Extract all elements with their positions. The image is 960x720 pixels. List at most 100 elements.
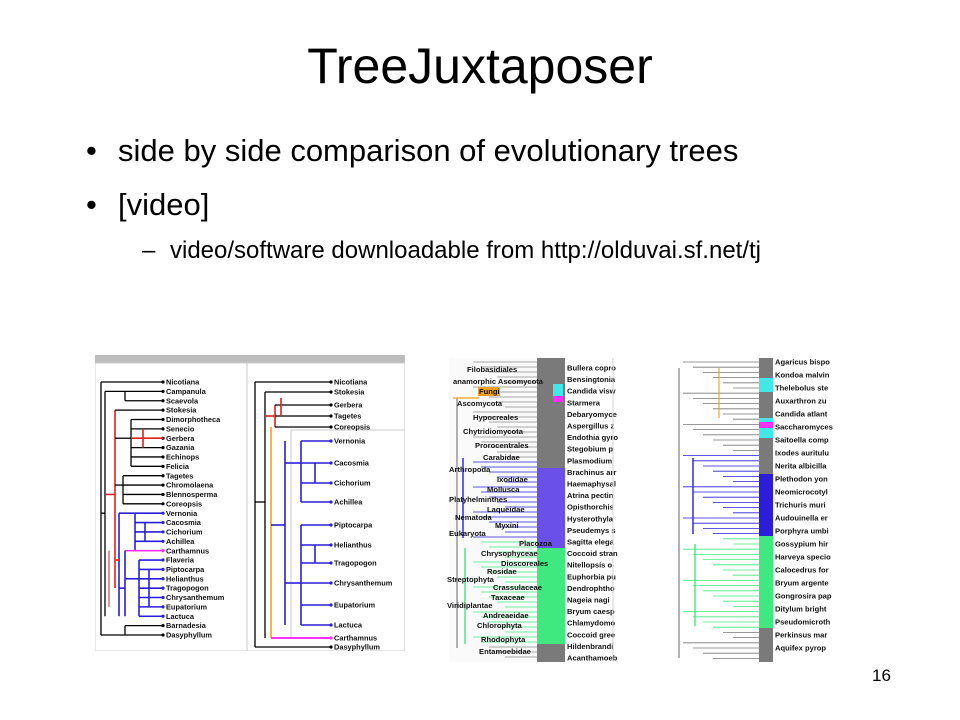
bullet-text: side by side comparison of evolutionary … bbox=[118, 133, 739, 168]
bullet-text: [video] bbox=[118, 187, 210, 222]
leaf-label-right: Stokesia bbox=[334, 388, 365, 397]
clade-band bbox=[759, 474, 773, 514]
slide-title: TreeJuxtaposer bbox=[307, 38, 653, 94]
leaf-label-right: Thelebolus ste bbox=[775, 384, 828, 393]
bullet-video: • [video] bbox=[86, 186, 209, 224]
leaf-label-right: Tragopogon bbox=[334, 559, 377, 568]
clade-label: Dioscoreales bbox=[501, 559, 548, 568]
leaf-label-right: Auxarthron zu bbox=[775, 397, 827, 406]
clade-band bbox=[537, 358, 565, 468]
leaf-label-mid: Candida visw bbox=[567, 387, 616, 396]
leaf-label-mid: Debaryomyce bbox=[567, 410, 617, 419]
clade-label: Ixodidae bbox=[497, 475, 528, 484]
leaf-label-right: Porphyra umbi bbox=[775, 527, 829, 536]
clade-label: Laqueidae bbox=[487, 505, 525, 514]
leaf-label-right: Neomicrocotyl bbox=[775, 488, 828, 497]
leaf-label-right: Eupatorium bbox=[334, 601, 375, 610]
clade-label: Entamoebidae bbox=[479, 647, 531, 656]
leaf-label-right: Chrysanthemum bbox=[334, 579, 393, 588]
leaf-label-right: Kondoa malvin bbox=[775, 371, 830, 380]
leaf-label-right: Saccharomyces bbox=[775, 423, 833, 432]
leaf-label-right: Plethodon yon bbox=[775, 475, 828, 484]
clade-label: Rhodophyta bbox=[481, 635, 526, 644]
leaf-label-right: Dasyphyllum bbox=[334, 643, 380, 651]
leaf-label-right: Gerbera bbox=[334, 401, 363, 410]
leaf-label-mid: Aspergillus z bbox=[567, 422, 614, 431]
leaf-label-left: Gerbera bbox=[166, 434, 195, 443]
leaf-label-mid: Chlamydomo bbox=[567, 619, 615, 628]
leaf-label-left: Stokesia bbox=[166, 406, 197, 415]
leaf-label-left: Senecio bbox=[166, 424, 195, 433]
clade-label: Placozoa bbox=[519, 539, 553, 548]
leaf-label-left: Nicotiana bbox=[166, 378, 200, 387]
leaf-label-left: Vernonia bbox=[166, 509, 198, 518]
clade-label: Arthropoda bbox=[449, 465, 491, 474]
leaf-label-mid: Nageia nagi bbox=[567, 596, 610, 605]
clade-label: Viridiplantae bbox=[447, 601, 492, 610]
leaf-label-right: Aquifex pyrop bbox=[775, 644, 826, 653]
clade-label: Carabidae bbox=[483, 453, 520, 462]
leaf-label-right: Agaricus bispo bbox=[775, 358, 830, 367]
clade-label: Eukaryota bbox=[449, 529, 486, 538]
leaf-label-left: Lactuca bbox=[166, 612, 195, 621]
leaf-label-right: Vernonia bbox=[334, 437, 366, 446]
leaf-label-mid: Sagitta elega bbox=[567, 538, 615, 547]
leaf-label-left: Barnadesia bbox=[166, 621, 207, 630]
clade-band bbox=[759, 514, 773, 536]
highlight-band bbox=[759, 422, 773, 428]
leaf-label-left: Coreopsis bbox=[166, 499, 202, 508]
leaf-label-right: Saitoella comp bbox=[775, 436, 829, 445]
highlight-band bbox=[553, 396, 563, 402]
leaf-label-left: Dimorphotheca bbox=[166, 415, 221, 424]
leaf-label-mid: Hildenbrandi bbox=[567, 642, 613, 651]
leaf-label-mid: Hysterothyla bbox=[567, 514, 614, 523]
leaf-label-mid: Nitellopsis o bbox=[567, 561, 613, 570]
clade-band bbox=[537, 468, 565, 518]
clade-label: Rosidae bbox=[487, 567, 517, 576]
clade-band bbox=[537, 548, 565, 644]
clade-label: Crassulaceae bbox=[493, 583, 542, 592]
leaf-label-mid: Euphorbia pu bbox=[567, 572, 616, 581]
clade-label: Streptophyta bbox=[447, 575, 495, 584]
leaf-label-right: Nerita albicilla bbox=[775, 462, 827, 471]
clade-band bbox=[537, 518, 565, 548]
leaf-label-right: Perkinsus mar bbox=[775, 631, 827, 640]
leaf-label-mid: Bullera copro bbox=[567, 364, 616, 373]
bullet-dot: • bbox=[86, 187, 97, 222]
clade-band bbox=[759, 628, 773, 662]
leaf-label-mid: Endothia gyro bbox=[567, 433, 618, 442]
leaf-label-left: Achillea bbox=[166, 537, 195, 546]
leaf-label-left: Tagetes bbox=[166, 471, 193, 480]
leaf-label-right: Bryum argente bbox=[775, 579, 829, 588]
clade-band bbox=[759, 536, 773, 628]
leaf-label-right: Carthamnus bbox=[334, 634, 377, 643]
clade-label: Chrysophyceae bbox=[481, 549, 538, 558]
leaf-label-left: Tragopogon bbox=[166, 584, 209, 593]
clade-label: Chytridiomycota bbox=[463, 427, 524, 436]
highlight-band bbox=[759, 378, 773, 392]
clade-label: Platyhelminthes bbox=[449, 495, 507, 504]
leaf-label-right: Gongrosira pap bbox=[775, 592, 832, 601]
leaf-label-right: Audouinella er bbox=[775, 514, 828, 523]
leaf-label-mid: Atrina pectin bbox=[567, 491, 614, 500]
clade-label: Taxaceae bbox=[491, 593, 525, 602]
leaf-label-right: Tagetes bbox=[334, 412, 361, 421]
clade-label: Prorocentrales bbox=[475, 441, 529, 450]
leaf-label-right: Cichorium bbox=[334, 479, 371, 488]
leaf-label-right: Nicotiana bbox=[334, 378, 368, 387]
leaf-label-mid: Brachinus arr bbox=[567, 468, 616, 477]
figure-toolbar bbox=[95, 355, 405, 363]
sub-bullet-dash: – bbox=[142, 237, 156, 264]
fungi-highlight bbox=[478, 387, 500, 396]
leaf-label-mid: Dendrophtho bbox=[567, 584, 615, 593]
leaf-label-right: Ixodes auritulu bbox=[775, 449, 829, 458]
leaf-label-mid: Plasmodium bbox=[567, 456, 612, 465]
leaf-label-left: Helianthus bbox=[166, 574, 204, 583]
leaf-label-mid: Acanthamoeb bbox=[567, 654, 618, 663]
clade-label: Ascomycota bbox=[457, 399, 503, 408]
leaf-label-left: Flaveria bbox=[166, 556, 195, 565]
leaf-label-left: Scaevola bbox=[166, 396, 199, 405]
bullet-comparison: •side by side comparison of evolutionary… bbox=[86, 132, 738, 170]
